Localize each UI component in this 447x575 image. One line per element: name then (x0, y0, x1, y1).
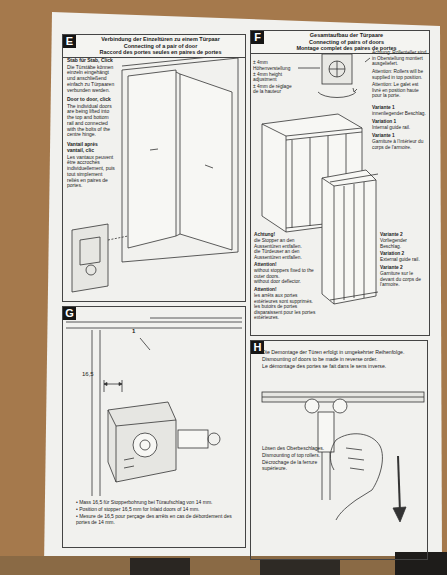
note-text: Garniture à l'intérieur du corps de l'ar… (372, 139, 428, 150)
note-text: • Position of stopper 16,5 mm for Inlaid… (76, 507, 240, 513)
note-text: Door to door, click (67, 97, 115, 103)
note-text: Variante 2 (380, 265, 428, 271)
note-text: Vorliegender Beschlag. (380, 238, 428, 249)
note-text: • Mesure de 16,5 pour perçage des arrêts… (76, 514, 240, 526)
note-text: ± 4mm height adjustment (253, 72, 297, 83)
note-text: Variation 1 (372, 119, 428, 125)
note-text: les butoirs de portes disparaissent pour… (254, 304, 318, 321)
note-text: Stab für Stab, Click (67, 58, 115, 64)
note-text: ± 4mm Höhenverstellung (253, 60, 297, 71)
note-text: External guide rail. (380, 257, 428, 263)
note-text: Vantail après vantail, clic (67, 142, 115, 154)
note-text: Garniture sur le devant du corps de l'ar… (380, 271, 428, 288)
panel-heading: EVerbindung der Einzeltüren zu einem Tür… (63, 35, 245, 58)
note-text: Die Demontage der Türen erfolgt in umgek… (262, 350, 420, 356)
note-text: Internal guide rail. (372, 125, 428, 131)
note-text: Attention! (254, 287, 318, 293)
note-text: die Stopper an den Aussentüren entfallen… (254, 238, 318, 249)
step-letter: E (63, 35, 76, 48)
note-text: The individual doors are being lifted in… (67, 104, 115, 139)
note-text: Décrochage de la ferrure supérieure. (262, 460, 326, 472)
note-text: Lösen des Oberbeschlages. (262, 446, 326, 452)
note-text: without stoppers fixed to the outer door… (254, 268, 318, 279)
note-text: • Mass 16,5 für Stopperbohrung bei Türau… (76, 500, 240, 506)
panel-titles: Gesamtaufbau der TürpaareConnecting of p… (264, 31, 429, 53)
note-text: Achtung: Rollenteller sind in Oberstellu… (372, 50, 428, 67)
note-text: without door deflector. (254, 279, 318, 285)
panel-title: Gesamtaufbau der Türpaare (266, 32, 427, 39)
panel-title: Raccord des portes seules en paires de p… (78, 49, 243, 56)
step-letter: F (251, 31, 264, 44)
panel-title: Connecting of pairs of doors (266, 39, 427, 46)
note-text: Attention: Le galet est livré en positio… (372, 82, 428, 99)
note-text: Attention: Rollers will be supplied in t… (372, 69, 428, 80)
step-letter: G (63, 307, 76, 320)
panel-titles: Verbindung der Einzeltüren zu einem Türp… (76, 35, 245, 57)
panel-heading: G (63, 307, 245, 320)
note-text: Dismounting of top rollers. (262, 453, 326, 459)
note-text: Les vantaux peuvent être accrochés indiv… (67, 155, 115, 190)
note-text: 1 (132, 328, 144, 335)
note-text: Die Türstäbe können einzeln eingehängt u… (67, 65, 115, 94)
note-text: Achtung! (254, 232, 318, 238)
panel-title: Connecting of a pair of door (78, 43, 243, 50)
note-text: Variante 2 (380, 232, 428, 238)
note-text: Variante 1 (372, 105, 428, 111)
note-text: innenliegender Beschlag. (372, 111, 428, 117)
note-text: Dismounting of doors to be made in rever… (262, 357, 420, 363)
note-text: Variante 1 (372, 133, 428, 139)
note-text: die Türdeuser an den Aussentüren entfall… (254, 249, 318, 260)
panel-title: Verbindung der Einzeltüren zu einem Türp… (78, 36, 243, 43)
note-text: Variation 2 (380, 251, 428, 257)
note-text: 16,5 (82, 371, 104, 378)
note-text: Le démontage des portes se fait dans le … (262, 364, 420, 370)
note-text: les arrêts aux portes extérieures sont s… (254, 293, 318, 304)
note-text: ± 4mm de réglage de la hauteur (253, 84, 297, 95)
note-text: Attention! (254, 262, 318, 268)
